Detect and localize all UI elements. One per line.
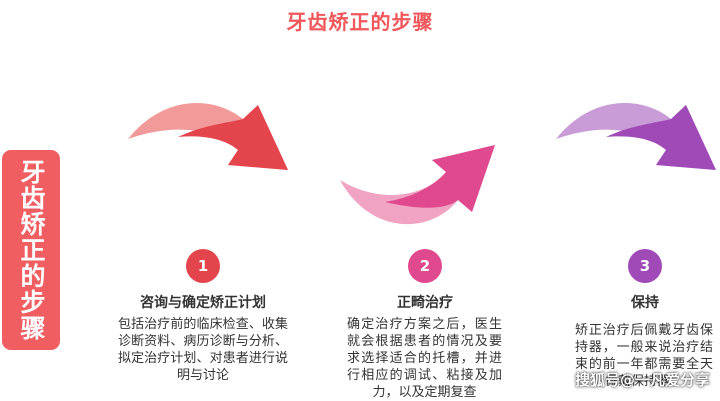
step1-arrow-icon <box>128 102 288 170</box>
step1-number-badge: 1 <box>186 249 220 283</box>
step3-number-badge: 3 <box>628 249 662 283</box>
step2-arrow-icon <box>340 145 495 225</box>
step2-description: 确定治疗方案之后，医生就会根据患者的情况及要求选择适合的托槽，并进行相应的调试、… <box>347 317 502 400</box>
side-label-tab: 牙齿矫正的步骤 <box>2 150 60 350</box>
step3-description: 矫正治疗后佩戴牙齿保持器，一般来说治疗结束的前一年都需要全天佩戴保持器。 <box>575 323 713 389</box>
watermark-text: 搜狐号@一凡爱分享 <box>574 371 710 389</box>
side-label-text: 牙齿矫正的步骤 <box>17 159 46 341</box>
step3-title: 保持 <box>631 295 659 311</box>
step1-description: 包括治疗前的临床检查、收集诊断资料、病历诊断与分析、拟定治疗计划、对患者进行说明… <box>118 317 288 383</box>
step3-arrow-icon <box>556 102 716 170</box>
page-title: 牙齿矫正的步骤 <box>286 10 434 34</box>
step2-title: 正畸治疗 <box>397 295 453 311</box>
step1-title: 咨询与确定矫正计划 <box>140 295 266 311</box>
step2-number-badge: 2 <box>408 249 442 283</box>
